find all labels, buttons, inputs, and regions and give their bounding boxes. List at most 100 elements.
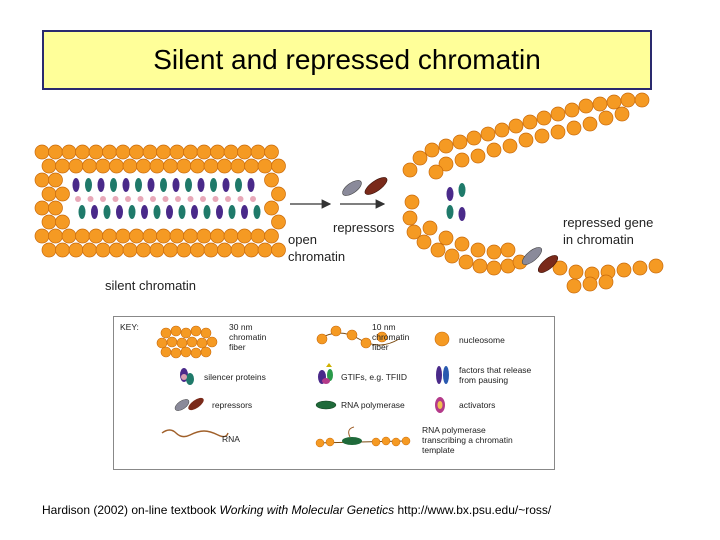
silencer-protein (153, 205, 161, 219)
nucleosome-bead (115, 144, 131, 160)
repressed-gene-label-2: in chromatin (563, 232, 634, 247)
nucleosome-bead (237, 144, 252, 160)
nucleosome-bead (190, 242, 205, 258)
nucleosome-bead (522, 114, 538, 130)
silencer-core (75, 196, 81, 202)
silencer-protein (241, 205, 248, 219)
nucleosome-bead (438, 156, 454, 172)
nucleosome-bead (550, 106, 566, 122)
silencer-protein (197, 178, 205, 192)
key-legend: KEY: 30 nm chromatin fiber 10 nm chromat… (113, 316, 555, 470)
citation-url: http://www.bx.psu.edu/~ross/ (394, 503, 552, 517)
nucleosome-bead (34, 200, 50, 216)
silencer-core (212, 196, 219, 202)
key-nucleosome: nucleosome (459, 335, 505, 345)
silencer-core (125, 196, 131, 202)
nucleosome-bead (102, 144, 117, 160)
nucleosome-bead (129, 228, 144, 244)
nucleosome-bead (257, 242, 273, 258)
silencer-protein (78, 205, 86, 219)
nucleosome-bead (34, 172, 50, 188)
nucleosome-bead (264, 228, 279, 244)
silencer-core (137, 196, 144, 202)
citation-book: Working with Molecular Genetics (219, 503, 395, 517)
repressor-red-icon (364, 177, 388, 195)
repressed-gene-label-1: repressed gene (563, 215, 654, 230)
silencer-core (150, 196, 156, 202)
silencer-protein (210, 178, 217, 192)
nucleosome-bead (55, 158, 70, 174)
bound-repressor-gray (521, 247, 543, 265)
nucleosome-bead (404, 194, 420, 210)
nucleosome-bead (578, 98, 594, 114)
nucleosome-bead (470, 148, 486, 164)
nucleosome-bead (75, 144, 90, 160)
nucleosome-bead (169, 144, 185, 160)
key-transcribing-1: RNA polymerase (422, 425, 486, 435)
nucleosome-bead (472, 258, 488, 274)
nucleosome-bead (271, 242, 286, 258)
transcribing-icon (315, 426, 411, 448)
silent-chromatin-fiber (34, 144, 286, 258)
nucleosome-bead (466, 130, 482, 146)
key-10nm-3: fiber (372, 342, 389, 352)
silencer-protein (135, 178, 142, 192)
key-30nm-2: chromatin (229, 332, 267, 342)
key-10nm-2: chromatin (372, 332, 410, 342)
nucleosome-bead (438, 138, 454, 154)
nucleosome-bead (250, 228, 266, 244)
nucleosome-icon (434, 331, 450, 347)
nucleosome-bead (422, 220, 438, 236)
nucleosome-bead (41, 158, 57, 174)
key-repressor-gray-icon (174, 399, 190, 411)
nucleosome-bead (428, 164, 444, 180)
nucleosome-bead (402, 210, 418, 226)
nucleosome-bead (598, 110, 614, 126)
key-30nm-1: 30 nm (229, 322, 253, 332)
silencer-core (237, 196, 244, 202)
nucleosome-bead (582, 276, 598, 292)
nucleosome-bead (452, 134, 468, 150)
silencer-protein (91, 205, 98, 219)
citation-footer: Hardison (2002) on-line textbook Working… (42, 503, 551, 517)
nucleosome-bead (95, 158, 111, 174)
nucleosome-bead (163, 158, 178, 174)
nucleosome-bead (264, 144, 279, 160)
nucleosome-bead (416, 234, 432, 250)
nucleosome-bead (412, 150, 428, 166)
page-title: Silent and repressed chromatin (153, 44, 541, 75)
nucleosome-bead (210, 144, 225, 160)
nucleosome-bead (230, 242, 246, 258)
silencer-protein (185, 178, 192, 192)
silencer-core (250, 196, 256, 202)
silencer-protein (85, 178, 92, 192)
nucleosome-bead (55, 186, 70, 202)
nucleosome-bead (486, 260, 502, 276)
silencer-core (87, 196, 94, 202)
nucleosome-bead (486, 142, 502, 158)
key-activators: activators (459, 400, 496, 410)
nucleosome-bead (196, 144, 212, 160)
silencer-protein (203, 205, 211, 219)
gtifs-icon (318, 363, 333, 384)
nucleosome-bead (217, 242, 232, 258)
nucleosome-bead (271, 158, 286, 174)
key-repressors: repressors (212, 400, 253, 410)
key-rnapol: RNA polymerase (341, 400, 405, 410)
nucleosome-bead (470, 242, 486, 258)
silencer-protein (446, 205, 454, 219)
nucleosome-bead (536, 110, 552, 126)
repressor-gray-icon (342, 180, 362, 196)
nucleosome-bead (402, 162, 418, 178)
silencer-protein (166, 205, 173, 219)
key-repressor-red-icon (188, 397, 204, 411)
nucleosome-bead (61, 228, 77, 244)
silencer-core (225, 196, 231, 202)
nucleosome-bead (156, 144, 171, 160)
silencer-core (175, 196, 181, 202)
nucleosome-bead (648, 258, 664, 274)
release-factors-icon (436, 366, 449, 384)
silencer-proteins-icon (180, 368, 194, 385)
nucleosome-bead (620, 92, 636, 108)
nucleosome-bead (122, 242, 138, 258)
